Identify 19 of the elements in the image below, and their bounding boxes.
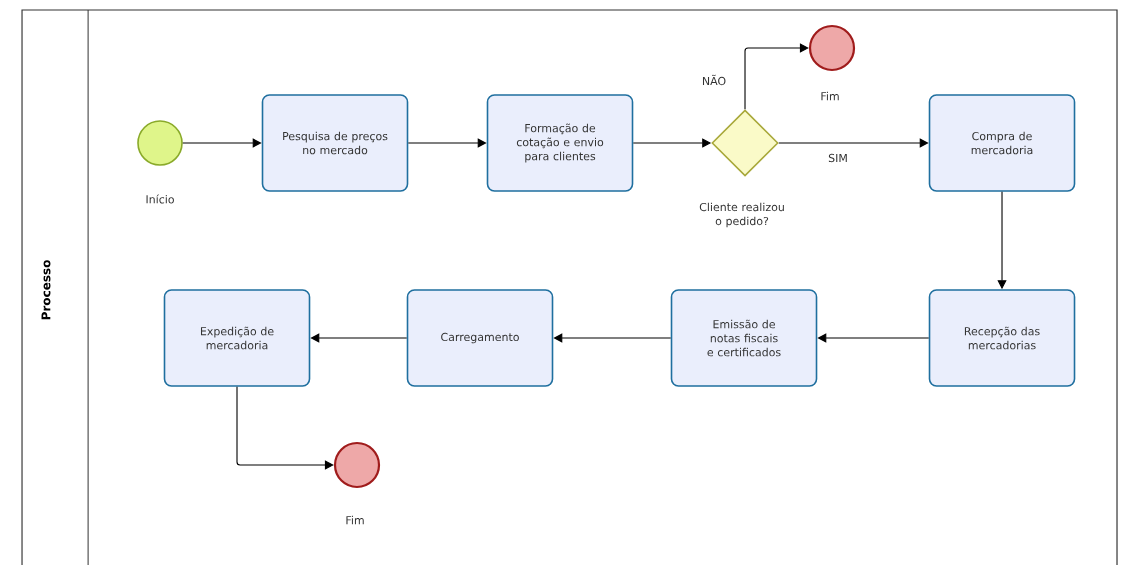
process-box: Emissão de notas fiscais e certificados <box>670 289 818 387</box>
event-caption: Fim <box>821 91 839 101</box>
event-caption: Cliente realizou o pedido? <box>699 202 784 228</box>
process-box: Recepção das mercadorias <box>928 289 1076 387</box>
arrow <box>744 43 809 110</box>
process-box: Expedição de mercadoria <box>163 289 311 387</box>
arrow <box>182 138 262 148</box>
process-box: Formação de cotação e envio para clientes <box>486 94 634 192</box>
pool-label: Processo <box>41 260 51 320</box>
arrow <box>236 386 334 470</box>
process-box: Compra de mercadoria <box>928 94 1076 192</box>
event-caption: Fim <box>346 515 364 525</box>
process-box: Pesquisa de preços no mercado <box>261 94 409 192</box>
arrow <box>407 138 487 148</box>
event-caption: Início <box>146 194 174 204</box>
edge-label: NÃO <box>703 74 726 86</box>
arrow <box>778 138 929 148</box>
edge-label: SIM <box>828 153 847 163</box>
process-box: Carregamento <box>406 289 554 387</box>
